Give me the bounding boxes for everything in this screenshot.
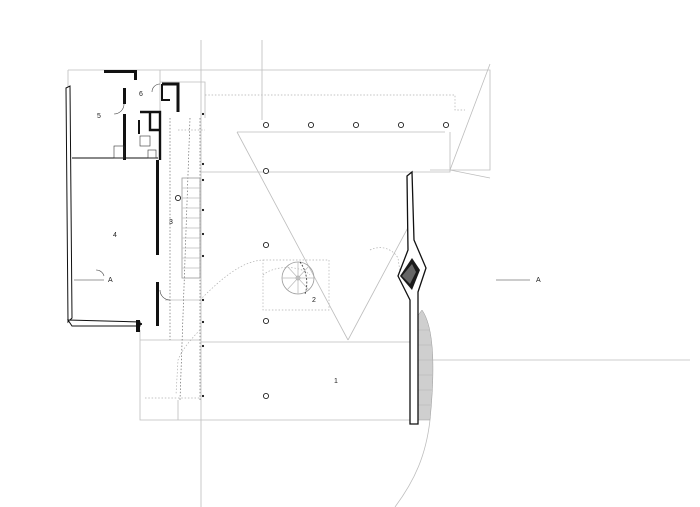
- curved-feature-wall: [397, 170, 434, 425]
- section-marker: A A: [74, 277, 541, 284]
- columns: [174, 121, 450, 400]
- walls: [65, 70, 180, 332]
- column: [307, 121, 315, 129]
- column: [174, 194, 182, 202]
- room-label-2: 2: [312, 297, 316, 304]
- room-label-1: 1: [334, 378, 338, 385]
- context-lines: [67, 40, 690, 507]
- column: [352, 121, 360, 129]
- column: [262, 121, 270, 129]
- column: [262, 392, 270, 400]
- room-label-5: 5: [97, 113, 101, 120]
- post-dots: [139, 112, 205, 398]
- column: [262, 317, 270, 325]
- overhead-dashed-lines: [145, 94, 465, 401]
- room-label-6: 6: [139, 91, 143, 98]
- spiral-stair: [281, 261, 315, 295]
- section-label-left: A: [108, 277, 113, 284]
- room-label-4: 4: [113, 232, 117, 239]
- column: [397, 121, 405, 129]
- column: [262, 167, 270, 175]
- column: [442, 121, 450, 129]
- column: [262, 241, 270, 249]
- room-label-3: 3: [169, 219, 173, 226]
- straight-stair: [181, 177, 201, 279]
- section-label-right: A: [536, 277, 541, 284]
- room-labels: 1 2 3 4 5 6: [97, 91, 338, 385]
